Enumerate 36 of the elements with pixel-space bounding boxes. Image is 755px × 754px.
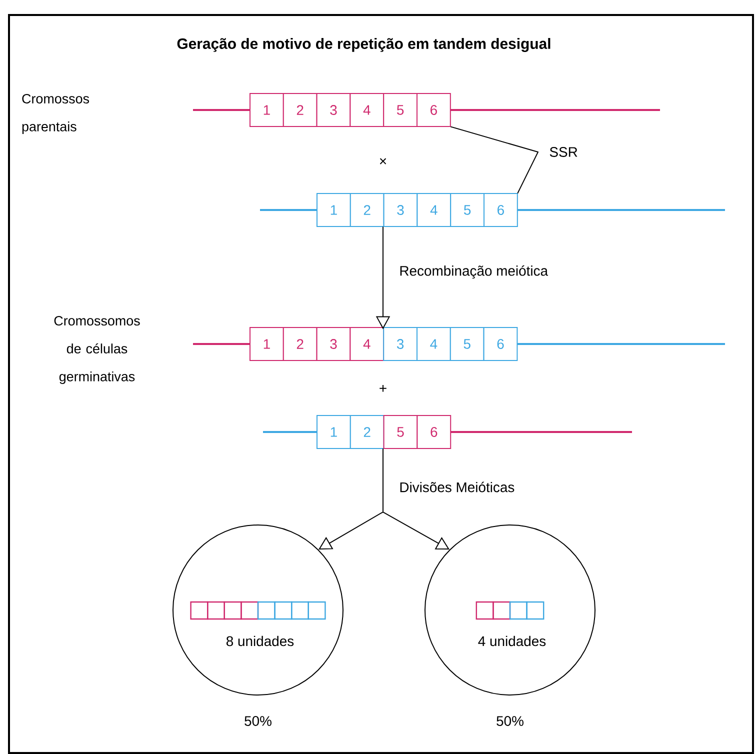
repeat-unit: 6 [483,327,518,361]
repeat-unit: 4 [350,327,384,361]
repeat-unit: 4 [350,93,384,127]
repeat-unit: 1 [316,415,351,449]
repeat-unit: 3 [316,327,351,361]
repeat-unit: 2 [350,193,384,227]
repeat-unit: 1 [250,93,284,127]
repeat-unit: 3 [383,327,418,361]
repeat-unit: 5 [383,93,418,127]
unit-count: 8 unidades [226,636,294,646]
repeat-unit: 3 [316,93,351,127]
repeat-unit: 4 [416,193,452,227]
edge-label: Recombinação meiótica [398,264,550,280]
side-label: × [380,158,386,164]
repeat-unit: 1 [250,327,284,361]
edge-label: SSR [548,146,579,158]
edge-label: Divisões Meióticas [398,480,516,494]
percentage: 50% [244,716,272,726]
percentage: 50% [496,716,524,726]
repeat-unit: 3 [383,193,418,227]
repeat-unit: 2 [282,93,318,127]
side-label: + [380,384,386,392]
repeat-unit: 6 [416,93,451,127]
repeat-unit: 5 [450,193,484,227]
repeat-unit: 6 [416,415,452,449]
repeat-unit: 2 [282,327,318,361]
repeat-unit: 5 [383,415,418,449]
repeat-unit: 6 [484,193,518,227]
repeat-unit: 4 [416,327,451,361]
repeat-unit: 2 [350,415,384,449]
title: Geração de motivo de repetição em tandem desigual [177,38,550,52]
side-label: Cromossomos de células germinativas [54,316,140,384]
side-label: Cromossos parentais [22,94,90,134]
repeat-unit: 1 [316,193,351,227]
repeat-unit: 5 [450,327,484,361]
unit-count: 4 unidades [478,636,546,646]
